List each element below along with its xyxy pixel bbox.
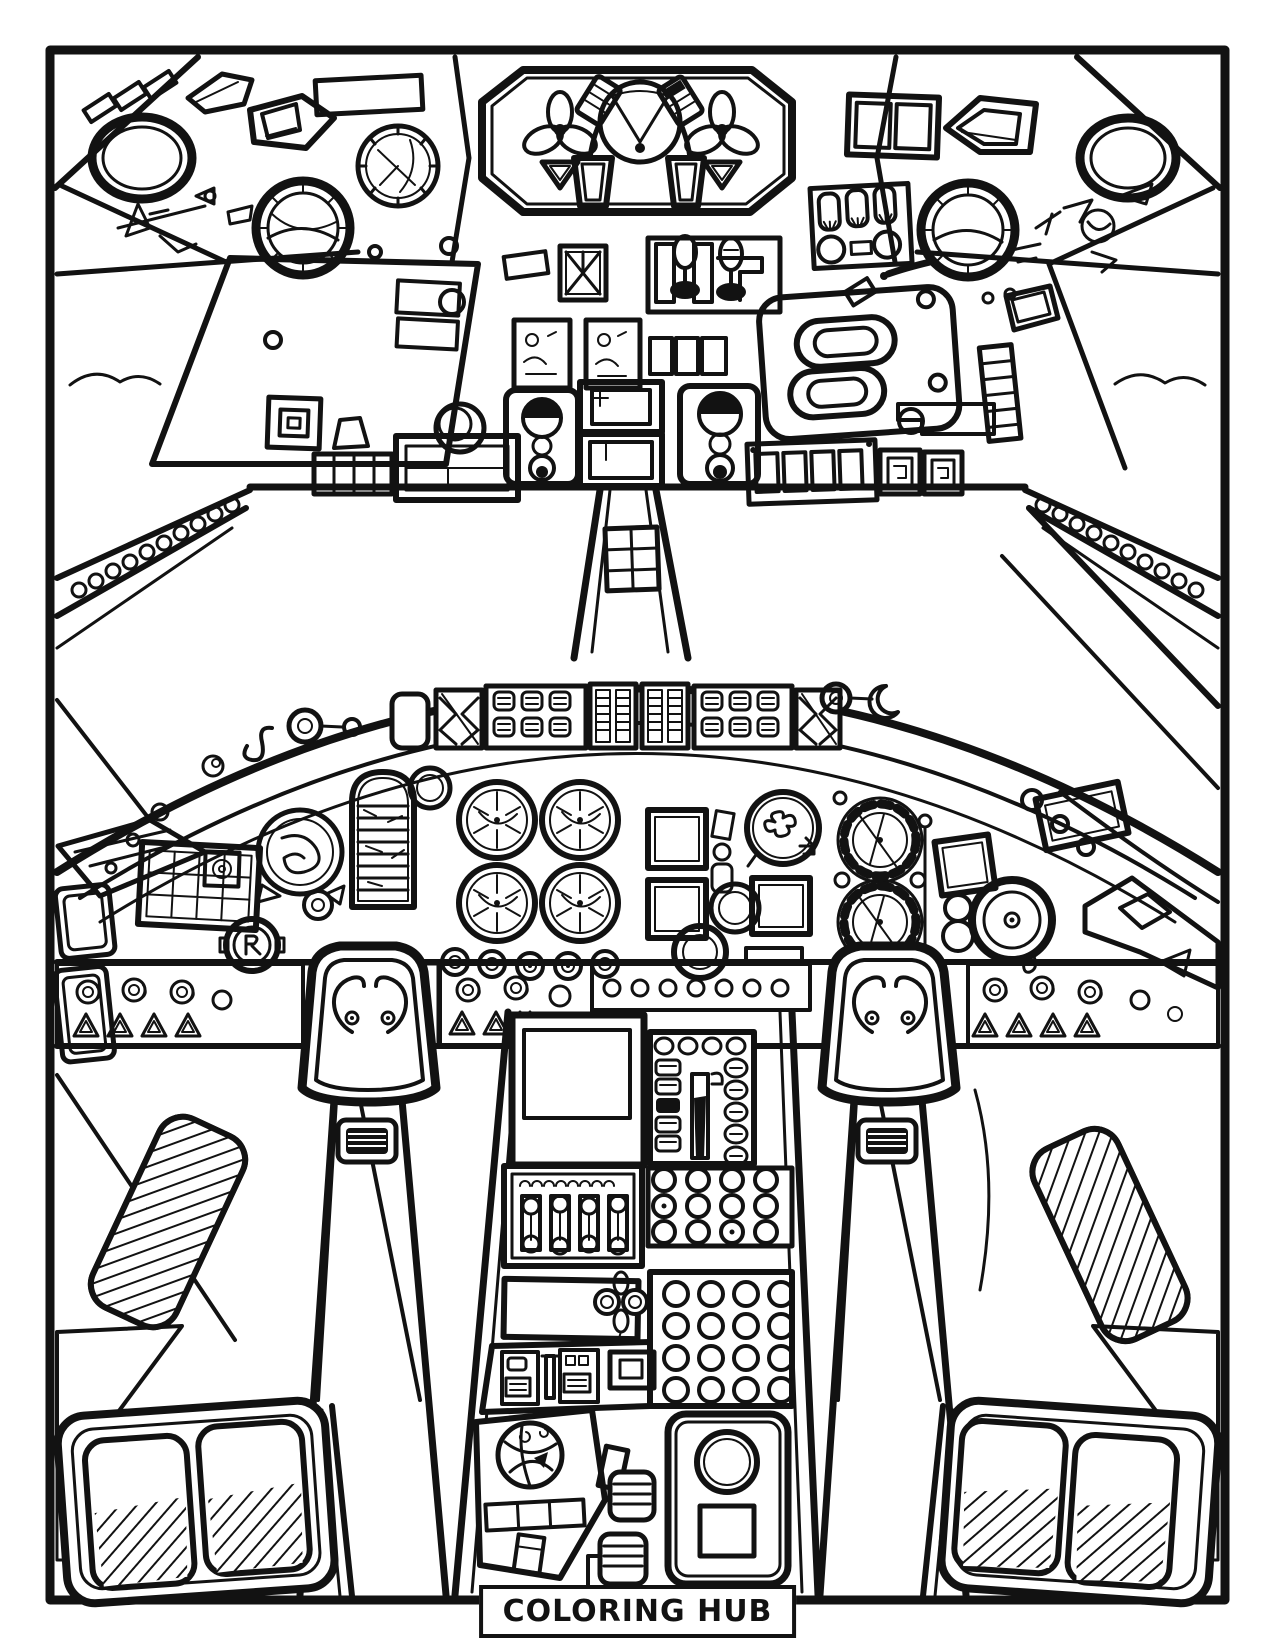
lever-slot-panel <box>645 234 783 315</box>
gauge-attitude-left <box>251 176 355 280</box>
airplane-doodle <box>116 186 254 254</box>
crescent-doodle <box>867 683 900 720</box>
octagon-lever-right <box>656 74 707 209</box>
button-panel-left <box>483 683 589 751</box>
compass-ball-panel <box>473 1407 608 1581</box>
gauge-attitude-right <box>880 178 1020 282</box>
lever-boot-lower <box>586 1531 649 1590</box>
zigzag-panel-left <box>433 687 485 751</box>
sketch-doodle-right <box>1010 182 1154 274</box>
throttle-quadrant[interactable] <box>501 1163 645 1269</box>
pedestal-keypad-upper[interactable] <box>645 1165 795 1249</box>
annunciator-right <box>677 383 761 487</box>
arrow-panel-left <box>247 93 337 151</box>
octagon-cluster <box>478 66 796 216</box>
gauge-cluster <box>459 782 618 941</box>
stripe-panel-2 <box>639 681 691 751</box>
center-pedestal <box>451 1008 822 1599</box>
right-display-2 <box>1032 778 1132 854</box>
cabin-side-walls <box>52 505 1221 1345</box>
right-display <box>931 831 999 899</box>
vent-right <box>1029 1125 1191 1345</box>
zigzag-panel-right <box>793 687 843 751</box>
fan-gauge-left <box>522 90 598 191</box>
pedal-pad-right[interactable] <box>937 1396 1223 1608</box>
flag-glyph <box>798 836 816 856</box>
switch-panel <box>807 180 915 271</box>
oval-port-right <box>1075 113 1181 203</box>
glareshield-strip <box>53 681 1222 924</box>
main-instrument-panel <box>134 765 1132 981</box>
dial-small-left <box>355 123 441 209</box>
pedal-pad-left[interactable] <box>53 1396 339 1608</box>
cloud-left <box>68 372 162 387</box>
knob-badge <box>218 916 286 974</box>
overhead-panel <box>52 54 1223 507</box>
window-box <box>843 91 943 161</box>
left-control-yoke[interactable] <box>296 941 450 1599</box>
clover-knobs[interactable] <box>593 1270 649 1349</box>
overhead-chips <box>81 68 255 125</box>
stadium-panel <box>756 276 963 443</box>
vent-left <box>87 1113 249 1331</box>
hourglass-box <box>557 243 609 303</box>
cloud-right <box>1113 373 1207 387</box>
trackball-panel[interactable] <box>664 1410 792 1588</box>
lever-boot-upper <box>607 1469 657 1523</box>
big-knob <box>968 876 1056 964</box>
crosshatch-vent <box>312 72 426 118</box>
sketch-gauge <box>255 807 346 906</box>
rudder-pedals <box>53 1324 1223 1608</box>
publisher-label: COLORING HUB <box>478 1585 797 1638</box>
stripe-panel-1 <box>587 681 639 751</box>
oval-port-left <box>87 112 197 204</box>
keypad-grid[interactable] <box>647 1269 795 1409</box>
yoke-grille-left <box>335 1117 399 1165</box>
windshield-frames <box>54 372 1221 662</box>
pedestal-screen[interactable] <box>508 1011 648 1169</box>
flower-dial <box>744 789 822 868</box>
overhead-mid-panels <box>149 255 1061 507</box>
fan-gauge-right <box>684 90 760 191</box>
octagon-lever-left <box>571 74 623 209</box>
pedestal-button-panel[interactable] <box>647 1029 757 1167</box>
arrow-panel-right <box>943 95 1039 155</box>
yoke-grille-right <box>855 1117 919 1165</box>
four-cell-row <box>744 437 880 507</box>
hook-doodle <box>242 725 274 763</box>
small-button-panel[interactable] <box>479 1339 657 1415</box>
button-panel-right <box>691 683 795 751</box>
center-post <box>570 486 692 662</box>
